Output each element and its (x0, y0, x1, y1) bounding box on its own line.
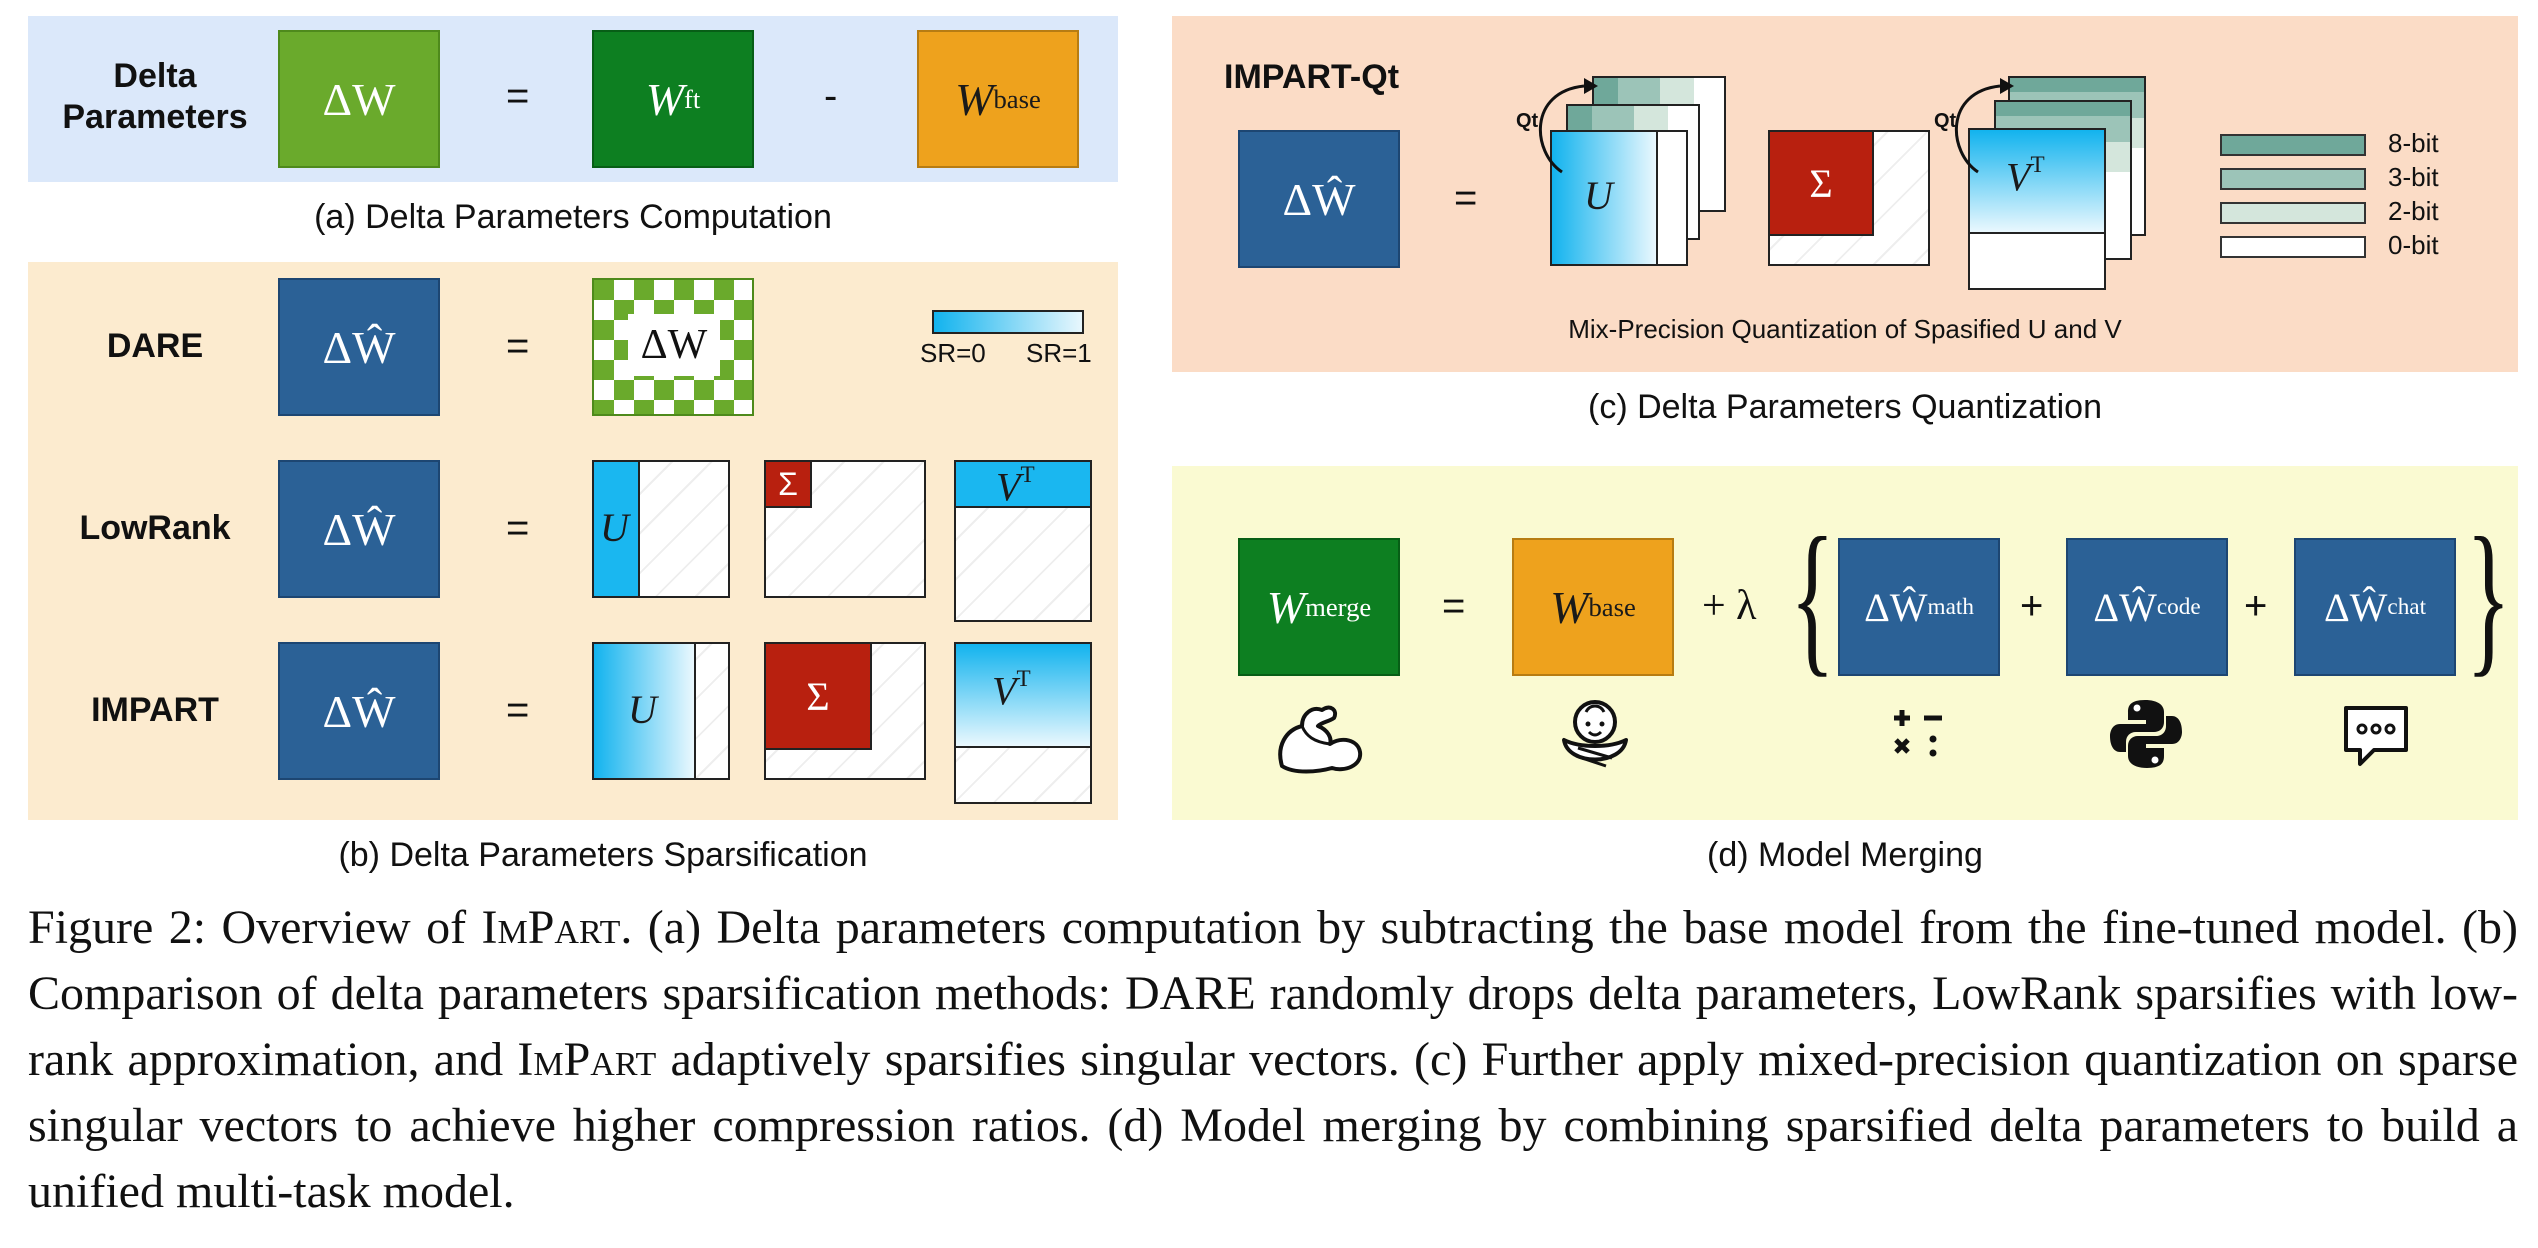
impart-u-matrix: U (592, 642, 730, 780)
caption-impart-1: ImPart (481, 901, 621, 954)
legend-0bit-swatch (2220, 236, 2366, 258)
lowrank-vt-matrix: VT (954, 460, 1092, 622)
qt-label-vt: Qt (1934, 110, 1957, 132)
left-brace: { (1790, 503, 1835, 691)
qt-label-u: Qt (1516, 110, 1539, 132)
muscle-icon (1278, 705, 1363, 774)
legend-2bit-swatch (2220, 202, 2366, 224)
impart-qt-title: IMPART-Qt (1224, 58, 1400, 96)
lowrank-sigma-matrix: Σ (764, 460, 926, 598)
lowrank-delta-box: ΔŴ (278, 460, 440, 598)
delta-w-box: ΔW (278, 30, 440, 168)
sparsity-ratio-gradient-bar (932, 310, 1084, 334)
math-operators-icon (1894, 710, 1942, 757)
legend-0bit-label: 0-bit (2388, 230, 2439, 260)
panel-d-caption: (d) Model Merging (1707, 836, 1983, 874)
lowrank-u-matrix: U (592, 460, 730, 598)
python-icon (2110, 700, 2182, 768)
dare-equals: = (506, 324, 530, 368)
panel-a-row-label: Delta Parameters (62, 57, 248, 137)
vt-stack-front: VT (1968, 128, 2106, 290)
impart-equals: = (506, 688, 530, 732)
panel-b-caption: (b) Delta Parameters Sparsification (338, 836, 868, 874)
panel-c-caption: (c) Delta Parameters Quantization (1588, 388, 2102, 426)
chat-bubble-icon (2344, 706, 2408, 766)
caption-impart-2: ImPart (517, 1033, 657, 1086)
panel-b-background (28, 262, 1118, 820)
legend-8bit-swatch (2220, 134, 2366, 156)
dare-delta-box: ΔŴ (278, 278, 440, 416)
dare-label: DARE (106, 327, 204, 365)
legend-3bit-label: 3-bit (2388, 162, 2439, 192)
minus-sign: - (824, 74, 838, 118)
sr-right-label: SR=1 (1026, 338, 1092, 368)
legend-3bit-swatch (2220, 168, 2366, 190)
panel-a-caption: (a) Delta Parameters Computation (314, 198, 832, 236)
plus-sign-2: + (2244, 584, 2268, 628)
qt-arrow-vt (1954, 78, 2014, 174)
plus-lambda: + λ (1702, 583, 1757, 629)
figure-caption: Figure 2: Overview of ImPart. (a) Delta … (28, 901, 2519, 1218)
dare-matrix-label: ΔW (640, 322, 708, 368)
dare-checkerboard-matrix: ΔW (592, 278, 754, 416)
caption-label: Figure 2: (28, 901, 207, 954)
impart-vt-matrix: VT (954, 642, 1092, 804)
equals-sign: = (506, 74, 530, 118)
panel-c-equals: = (1454, 176, 1478, 220)
lowrank-label: LowRank (79, 509, 231, 547)
sr-left-label: SR=0 (920, 338, 986, 368)
legend-2bit-label: 2-bit (2388, 196, 2439, 226)
right-brace: } (2466, 503, 2511, 691)
impart-label: IMPART (91, 691, 219, 729)
panel-c-subtitle: Mix-Precision Quantization of Spasified … (1568, 314, 2122, 344)
panel-d-equals: = (1442, 584, 1466, 628)
impart-qt-delta-box: ΔŴ (1238, 130, 1400, 268)
qt-arrow-u (1538, 78, 1598, 174)
legend-8bit-label: 8-bit (2388, 128, 2439, 158)
plus-sign-1: + (2020, 584, 2044, 628)
baby-icon (1562, 700, 1628, 768)
qt-sigma-matrix: Σ (1768, 130, 1930, 266)
u-stack-front: U (1550, 130, 1688, 266)
impart-sigma-matrix: Σ (764, 642, 926, 780)
impart-delta-box: ΔŴ (278, 642, 440, 780)
lowrank-equals: = (506, 506, 530, 550)
